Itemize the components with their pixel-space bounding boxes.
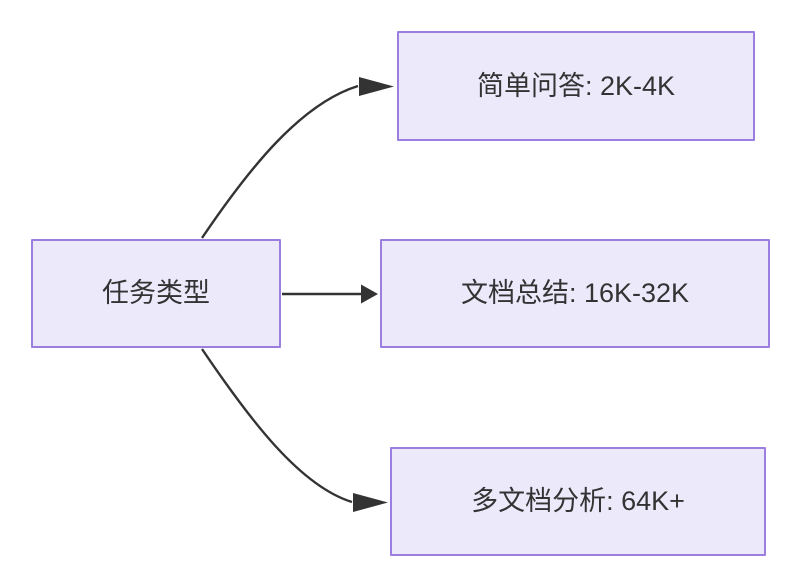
node-simple-qa-label: 简单问答: 2K-4K [476, 70, 676, 101]
node-task-type-label: 任务类型 [102, 278, 210, 309]
edge-task-type-to-multi-doc [201, 348, 353, 504]
edge-task-type-to-simple-qa [201, 84, 359, 239]
node-doc-summary-label: 文档总结: 16K-32K [460, 278, 690, 309]
arrowhead-simple-qa [359, 77, 394, 96]
node-doc-summary[interactable]: 文档总结: 16K-32K [380, 239, 770, 348]
node-multi-doc-label: 多文档分析: 64K+ [471, 486, 685, 517]
arrowhead-doc-summary [361, 284, 378, 304]
node-task-type[interactable]: 任务类型 [31, 239, 281, 348]
node-multi-doc[interactable]: 多文档分析: 64K+ [390, 447, 766, 556]
arrowhead-multi-doc [353, 493, 388, 512]
node-simple-qa[interactable]: 简单问答: 2K-4K [397, 31, 755, 141]
